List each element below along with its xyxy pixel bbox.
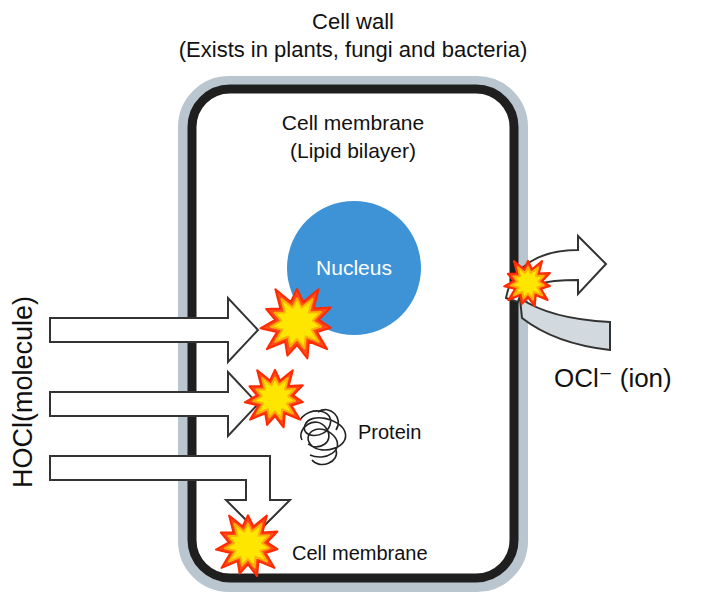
burst bbox=[245, 370, 303, 427]
protein-label: Protein bbox=[358, 421, 421, 444]
cell-membrane-note: (Lipid bilayer) bbox=[290, 139, 416, 163]
cell-wall-note: (Exists in plants, fungi and bacteria) bbox=[179, 37, 528, 62]
cell-membrane-label: Cell membrane bbox=[282, 111, 424, 135]
burst bbox=[253, 378, 295, 419]
burst bbox=[225, 524, 269, 568]
burst bbox=[504, 261, 550, 306]
ocl-label: OCl⁻ (ion) bbox=[554, 364, 672, 394]
hocl-label: HOCl(molecule) bbox=[8, 296, 39, 488]
cell-wall-label: Cell wall bbox=[312, 9, 394, 34]
burst bbox=[511, 267, 544, 300]
hocl-arrow bbox=[50, 456, 290, 532]
burst bbox=[216, 515, 277, 576]
hocl-arrow bbox=[50, 372, 258, 436]
cell: Cell wall(Exists in plants, fungi and ba… bbox=[183, 81, 523, 587]
protein-scribble bbox=[300, 410, 346, 465]
burst bbox=[271, 299, 322, 349]
ocl-arrow bbox=[506, 236, 606, 302]
burst bbox=[260, 289, 330, 359]
membrane-label: Cell membrane bbox=[292, 542, 428, 565]
hocl-arrow bbox=[50, 298, 258, 362]
nucleus-label: Nucleus bbox=[316, 256, 392, 280]
reaction-bursts bbox=[216, 261, 550, 576]
nucleus-circle: Nucleus bbox=[287, 201, 421, 335]
